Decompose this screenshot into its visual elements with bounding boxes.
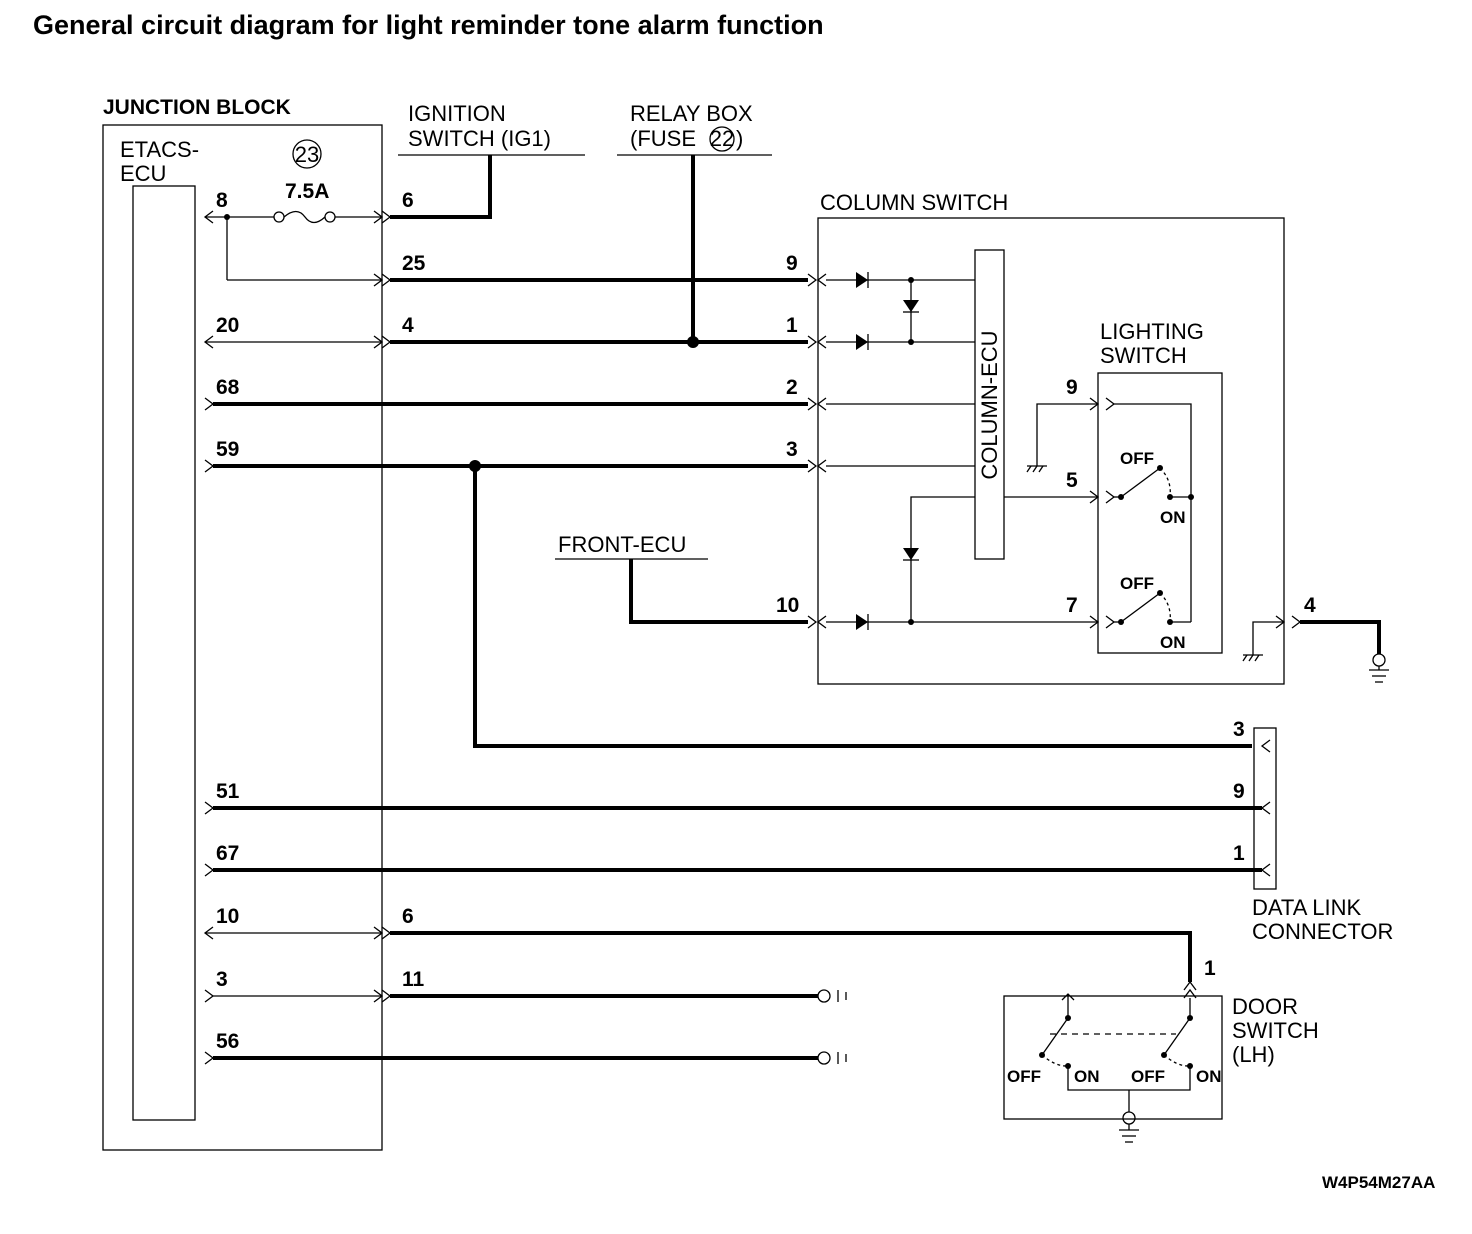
fuse-22-circle bbox=[709, 126, 735, 152]
etacs-ecu-label-2: ECU bbox=[120, 161, 166, 186]
pin-ecu-51: 51 bbox=[216, 780, 240, 803]
ignition-switch-label-2: SWITCH (IG1) bbox=[408, 126, 551, 151]
fuse-22-number: 22 bbox=[710, 126, 734, 151]
front-ecu-label: FRONT-ECU bbox=[558, 532, 686, 557]
fuse-23-number: 23 bbox=[295, 142, 319, 167]
door-switch-label-2: SWITCH bbox=[1232, 1018, 1319, 1043]
fuse-23-symbol: 23 7.5A bbox=[273, 139, 336, 224]
pin-ecu-67: 67 bbox=[216, 842, 239, 865]
pin-ecu-20: 20 bbox=[216, 314, 239, 337]
fuse-rating: 7.5A bbox=[285, 180, 329, 203]
diagram-code: W4P54M27AA bbox=[1322, 1173, 1435, 1192]
pin-col-10: 10 bbox=[776, 594, 799, 617]
etacs-ecu-label-1: ETACS- bbox=[120, 137, 199, 162]
pin-ecu-59: 59 bbox=[216, 438, 239, 461]
lighting-switch-box bbox=[1097, 372, 1223, 654]
wire-row-10 bbox=[203, 926, 1192, 982]
wire-row-3 bbox=[204, 989, 847, 1003]
column-switch-box bbox=[817, 217, 1285, 685]
door-on-2: ON bbox=[1196, 1067, 1222, 1086]
page-title: General circuit diagram for light remind… bbox=[33, 10, 824, 40]
pin-ecu-8: 8 bbox=[216, 189, 228, 212]
data-link-connector-pins bbox=[1260, 739, 1271, 877]
pin-col-9: 9 bbox=[786, 252, 798, 275]
etacs-ecu-box bbox=[132, 185, 196, 1121]
wire-front-ecu bbox=[629, 559, 808, 624]
lighting-switch-label-2: SWITCH bbox=[1100, 343, 1187, 368]
door-on-1: ON bbox=[1074, 1067, 1100, 1086]
door-switch-box bbox=[1003, 995, 1223, 1120]
pin-ecu-56: 56 bbox=[216, 1030, 239, 1053]
pin-ecu-3: 3 bbox=[216, 968, 228, 991]
ls-on-2: ON bbox=[1160, 633, 1186, 652]
ls-off-2: OFF bbox=[1120, 574, 1154, 593]
lighting-switch-label-1: LIGHTING bbox=[1100, 319, 1204, 344]
door-off-2: OFF bbox=[1131, 1067, 1165, 1086]
pin-jb-11: 11 bbox=[402, 968, 425, 991]
junction-block-label: JUNCTION BLOCK bbox=[103, 96, 291, 119]
pin-col-4: 4 bbox=[1304, 594, 1316, 617]
pin-jb-6-bottom: 6 bbox=[402, 905, 414, 928]
pin-ls-5: 5 bbox=[1066, 469, 1078, 492]
column-switch-label: COLUMN SWITCH bbox=[820, 190, 1008, 215]
door-switch-contacts bbox=[1039, 980, 1197, 1143]
wire-row-67 bbox=[204, 863, 1262, 877]
pin-door-1: 1 bbox=[1204, 957, 1216, 980]
ls-off-1: OFF bbox=[1120, 449, 1154, 468]
column-ecu-label: COLUMN-ECU bbox=[977, 330, 1002, 479]
wire-row-59 bbox=[204, 459, 1252, 748]
wire-row-8 bbox=[203, 210, 392, 287]
pin-dlc-1: 1 bbox=[1233, 842, 1245, 865]
pin-dlc-9: 9 bbox=[1233, 780, 1245, 803]
pin-jb-6-top: 6 bbox=[402, 189, 414, 212]
pin-col-1: 1 bbox=[786, 314, 798, 337]
pin-dlc-3: 3 bbox=[1233, 718, 1245, 741]
pin-ecu-10: 10 bbox=[216, 905, 239, 928]
junction-block-box bbox=[102, 124, 383, 1151]
dlc-label-2: CONNECTOR bbox=[1252, 919, 1393, 944]
relay-box-label-1: RELAY BOX bbox=[630, 101, 753, 126]
door-switch-label-3: (LH) bbox=[1232, 1042, 1275, 1067]
door-off-1: OFF bbox=[1007, 1067, 1041, 1086]
column-ground bbox=[1242, 615, 1389, 683]
pin-ls-9: 9 bbox=[1066, 376, 1078, 399]
column-connectors bbox=[807, 273, 827, 629]
dlc-label-1: DATA LINK bbox=[1252, 895, 1362, 920]
door-switch-label-1: DOOR bbox=[1232, 994, 1298, 1019]
column-internal-wiring bbox=[826, 272, 1098, 630]
pin-jb-4: 4 bbox=[402, 314, 414, 337]
lighting-switch-contacts bbox=[1089, 397, 1194, 629]
pin-jb-25: 25 bbox=[402, 252, 426, 275]
ignition-switch-label-1: IGNITION bbox=[408, 101, 506, 126]
wire-row-56 bbox=[204, 1051, 847, 1065]
wire-row-68 bbox=[204, 397, 808, 411]
pin-ecu-68: 68 bbox=[216, 376, 240, 399]
ls-on-1: ON bbox=[1160, 508, 1186, 527]
wire-row-51 bbox=[204, 801, 1262, 815]
wire-ignition bbox=[390, 155, 492, 219]
pin-col-3: 3 bbox=[786, 438, 798, 461]
pin-ls-7: 7 bbox=[1066, 594, 1078, 617]
relay-box-label-2a: (FUSE bbox=[630, 126, 696, 151]
pin-col-2: 2 bbox=[786, 376, 798, 399]
wire-row-20 bbox=[203, 335, 808, 349]
relay-box-label-2b: ) bbox=[736, 126, 743, 151]
